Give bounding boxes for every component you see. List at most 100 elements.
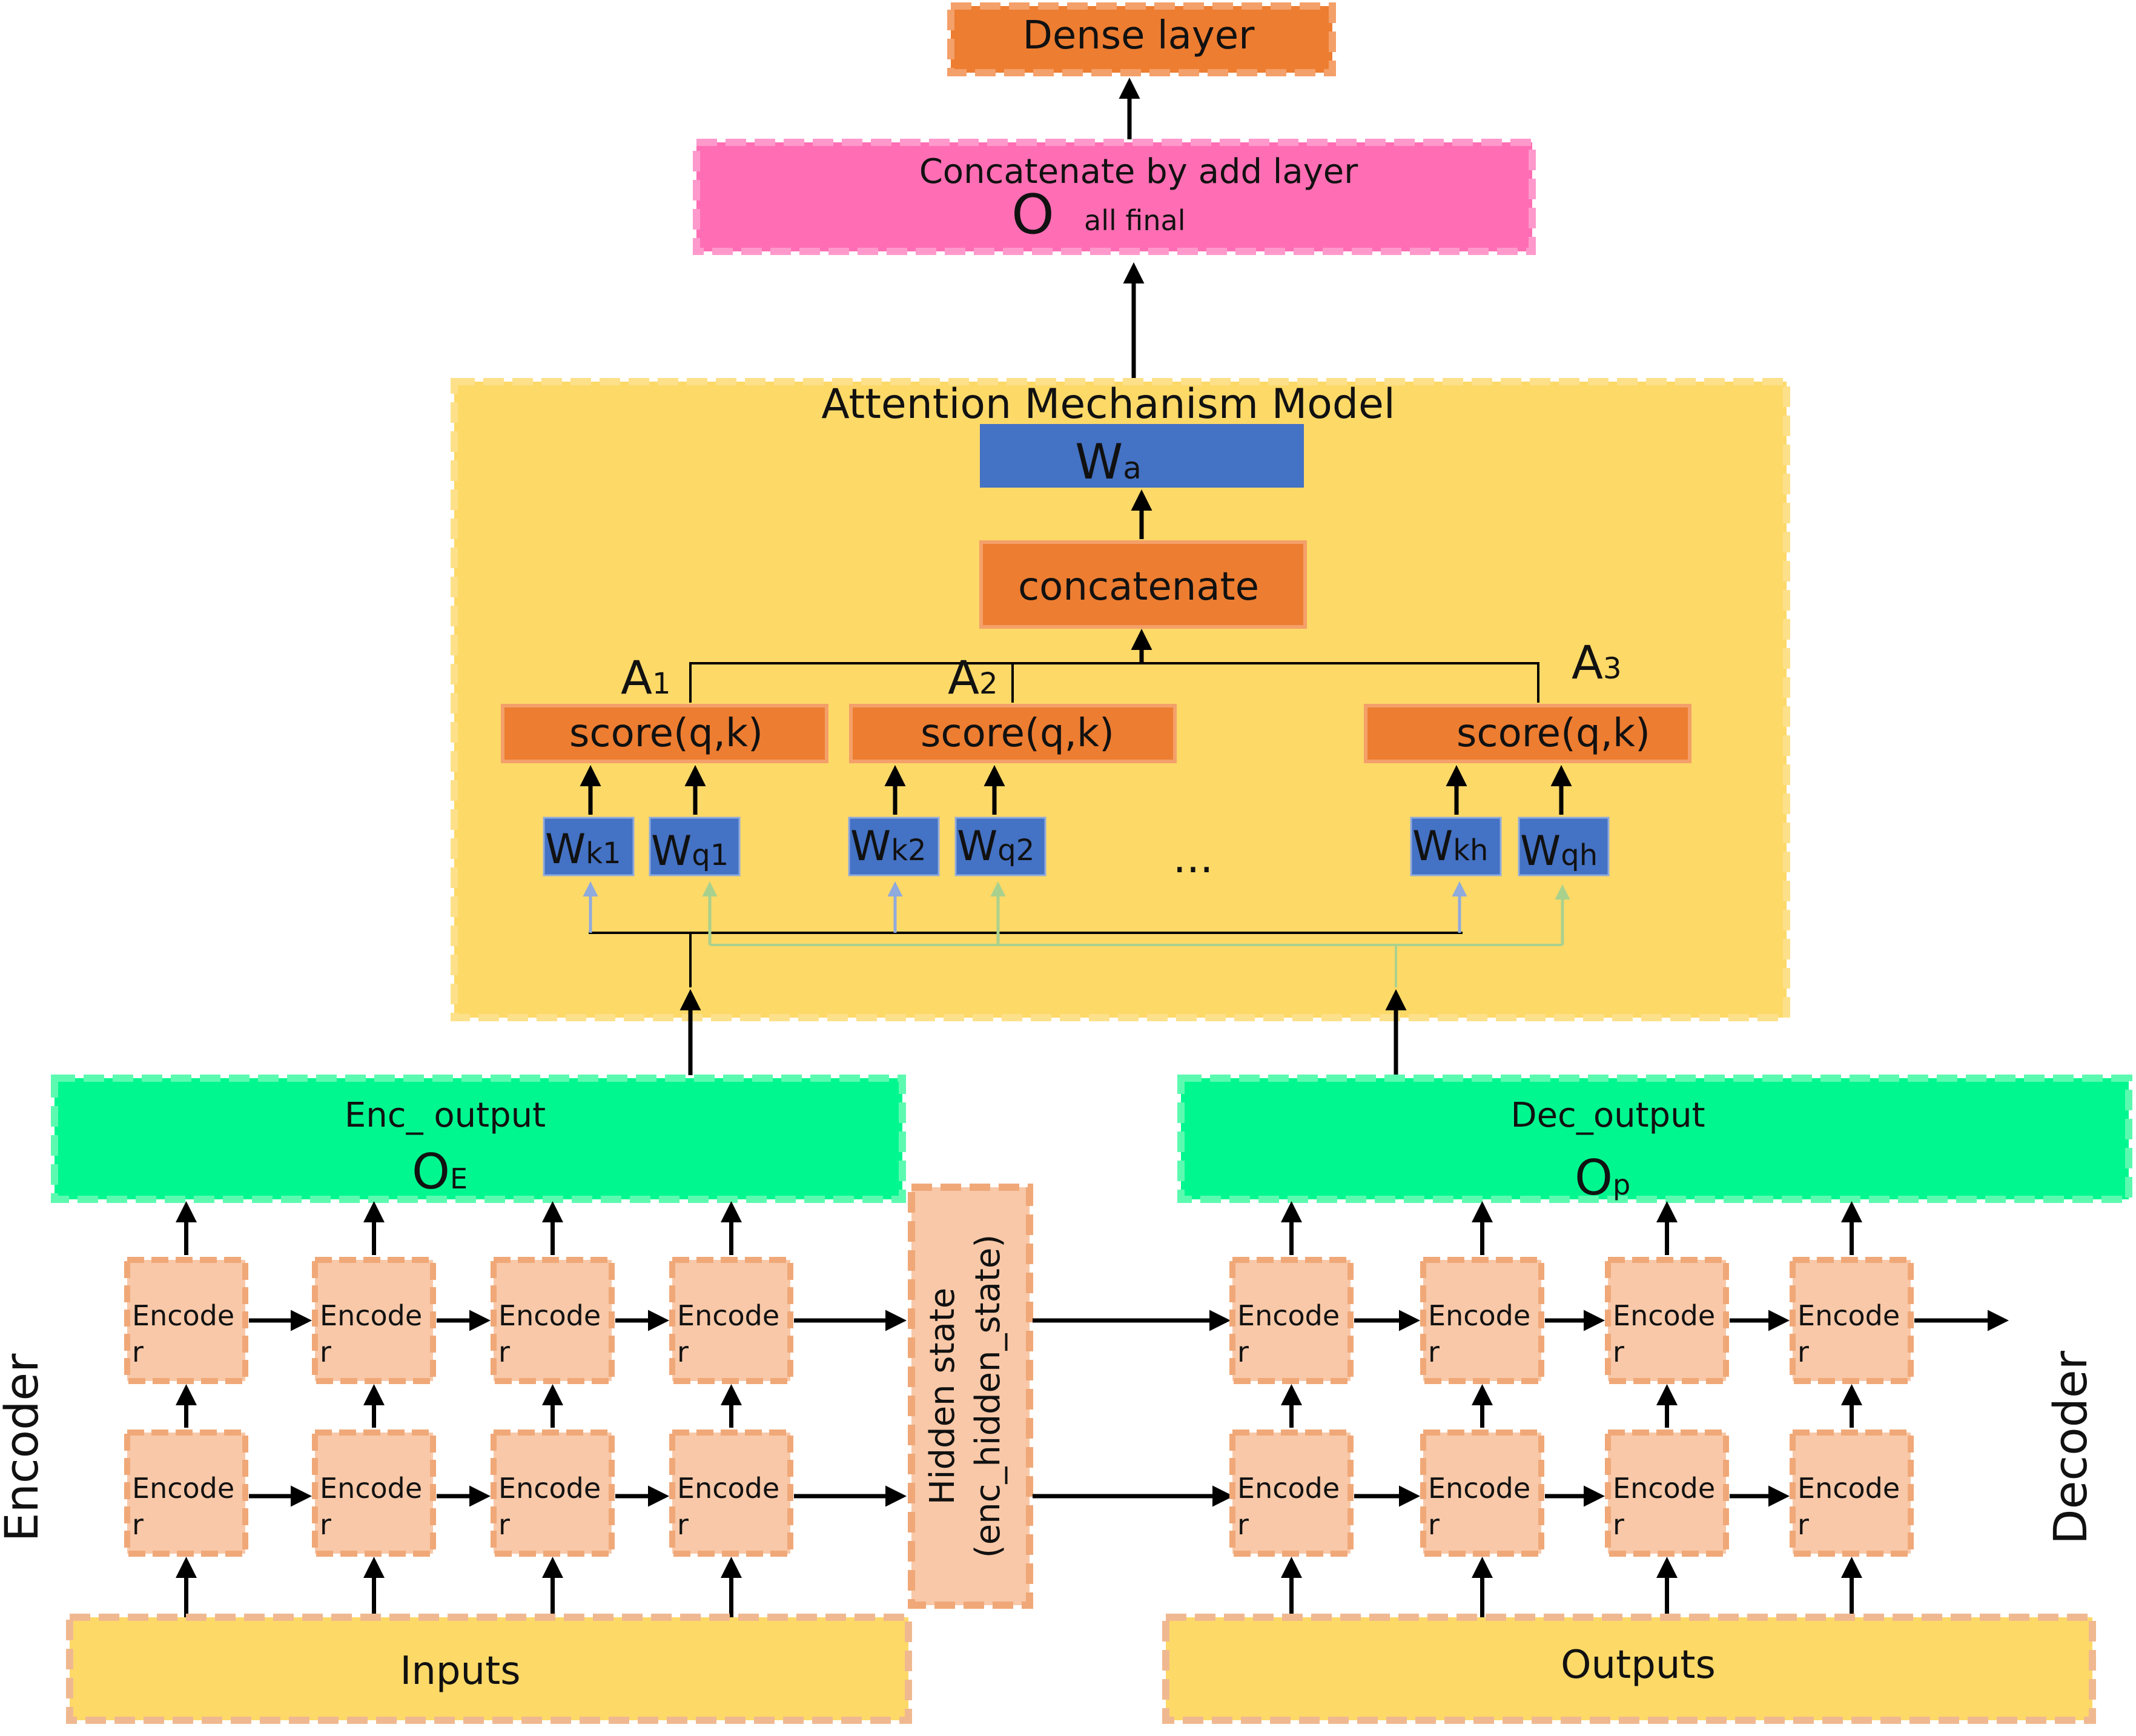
hidden-state-sublabel: (enc_hidden_state) [968,1234,1008,1558]
weight-box-wqh: Wqh [1518,817,1610,876]
decoder-cell-top-4: Encode r [1790,1257,1914,1384]
cell-label: Encode [132,1472,234,1505]
weight-box-wk2: Wk2 [848,817,940,876]
cell-label: Encode [320,1472,422,1505]
wk1-symbol: W [545,826,586,873]
cell-label-suffix: r [677,1508,689,1541]
hidden-state-box: Hidden state (enc_hidden_state) [908,1184,1033,1609]
svg-text:Wa: Wa [1075,434,1142,490]
wa-subscript: a [1123,451,1142,486]
hidden-state-label: Hidden state [923,1288,962,1505]
cell-label-suffix: r [320,1336,331,1368]
cell-label: Encode [1613,1472,1715,1505]
wqh-subscript: qh [1561,838,1598,872]
score-box-3: score(q,k) A3 [1364,635,1691,763]
encoder-cell-top-2: Encode r [312,1257,436,1384]
op-symbol: O [1575,1150,1613,1206]
cell-label-suffix: r [1237,1508,1249,1541]
cell-label: Encode [498,1472,601,1505]
svg-text:Wk2: Wk2 [850,823,927,870]
cell-label-suffix: r [498,1508,510,1541]
wq1-symbol: W [651,827,692,875]
svg-text:A2: A2 [948,651,998,704]
head-a1-sub: 1 [652,667,671,701]
wq2-symbol: W [957,823,997,870]
wk2-subscript: k2 [891,833,926,867]
decoder-side-label: Decoder [2043,1350,2097,1545]
cell-label-suffix: r [1797,1508,1809,1541]
wq1-subscript: q1 [692,838,729,872]
svg-text:Wk1: Wk1 [545,826,621,873]
dense-layer-label: Dense layer [1023,13,1255,58]
ellipsis: ... [1173,833,1214,883]
encoder-cell-top-4: Encoder [669,1257,793,1384]
concatenate-box: concatenate [979,540,1307,629]
wkh-symbol: W [1412,823,1453,870]
cell-label-suffix: r [498,1336,510,1368]
cell-label: Encode [1797,1299,1900,1332]
cell-label: Encode [498,1299,601,1332]
encoder-cell-top-1: Encode r [124,1257,248,1384]
cell-label: Encode [677,1299,779,1332]
score-box-1: score(q,k) A1 [501,651,828,763]
encoder-cell-top-3: Encode r [491,1257,615,1384]
score-connector-bracket [689,662,1539,703]
score-box-2: score(q,k) A2 [849,651,1177,763]
svg-text:Wkh: Wkh [1412,823,1488,870]
decoder-cell-bottom-3: Encoder [1605,1430,1729,1557]
query-distribution [702,881,1570,987]
cell-label-suffix: r [1797,1336,1809,1368]
o-all-final-symbol: O [1011,183,1054,247]
wkh-subscript: kh [1453,833,1488,867]
decoder-cell-bottom-1: Encoder [1229,1430,1354,1557]
inputs-label: Inputs [400,1649,520,1694]
wk1-subscript: k1 [586,837,621,870]
cell-label-suffix: r [1613,1508,1624,1541]
decoder-cells: EncoderEncoderEncoderEncoderEncoderEncod… [1229,1257,1914,1557]
head-a3: A [1572,635,1603,689]
cell-label: Encode [320,1299,422,1332]
decoder-cell-bottom-4: Encoder [1790,1430,1914,1557]
cell-label: Encode [1237,1472,1340,1505]
encoder-cell-bottom-1: Encoder [124,1430,248,1557]
dense-layer-box: Dense layer [947,2,1336,76]
encoder-cell-bottom-4: Encoder [669,1430,793,1557]
svg-text:A3: A3 [1572,635,1622,689]
concatenate-add-layer-label: Concatenate by add layer [919,152,1359,191]
cell-label: Encode [677,1472,779,1505]
svg-text:OE: OE [412,1144,468,1200]
decoder-cell-top-1: Encoder [1229,1257,1354,1384]
attention-title: Attention Mechanism Model [821,380,1395,428]
enc-output-label: Enc_ output [345,1096,546,1135]
score-label-3: score(q,k) [1457,711,1650,756]
cell-label: Encode [1613,1299,1715,1332]
svg-text:Wqh: Wqh [1520,827,1598,875]
cell-label: Encode [1428,1472,1530,1505]
svg-text:A1: A1 [621,651,671,704]
op-subscript: p [1613,1168,1630,1201]
cell-label-suffix: r [132,1336,144,1368]
wa-box: Wa [980,424,1304,490]
wqh-symbol: W [1520,827,1561,875]
weight-box-wk1: Wk1 [543,817,635,876]
wk2-symbol: W [850,823,891,870]
svg-text:Op: Op [1575,1150,1630,1206]
encoder-side-label: Encoder [0,1353,48,1542]
cell-arrows [176,1201,2009,1617]
concatenate-add-layer-box: Concatenate by add layer O all final [693,139,1536,255]
o-all-final-subscript: all final [1084,204,1185,237]
decoder-cell-top-2: Encoder [1420,1257,1544,1384]
score-label-1: score(q,k) [569,711,763,756]
wa-symbol: W [1075,434,1123,490]
outputs-label: Outputs [1561,1643,1716,1688]
cell-label-suffix: r [1613,1336,1624,1368]
wq2-subscript: q2 [997,833,1034,867]
weight-box-wq1: Wq1 [649,817,741,876]
dec-output-label: Dec_output [1510,1096,1705,1135]
encoder-cell-bottom-2: Encoder [312,1430,436,1557]
cell-label: Encode [1237,1299,1340,1332]
cell-label-suffix: r [1428,1508,1440,1541]
encoder-cells: EncoderEncoderEncoderEncoderEncoderEncod… [124,1257,793,1557]
cell-label: Encode [132,1299,234,1332]
